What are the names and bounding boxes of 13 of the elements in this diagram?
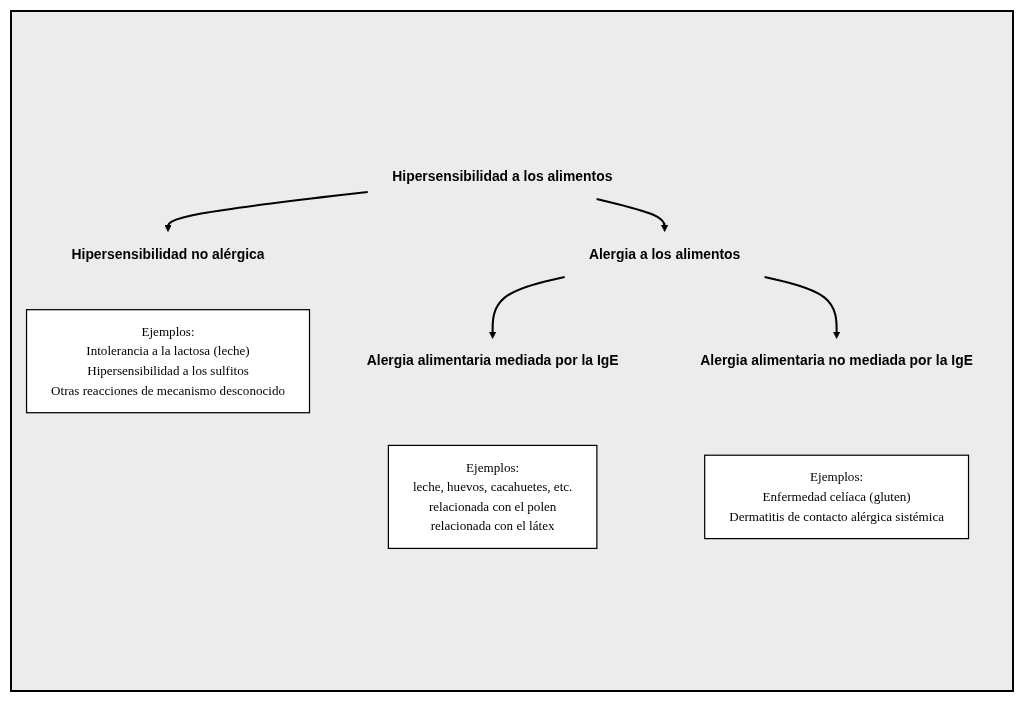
arrow <box>764 276 841 339</box>
node-box <box>25 309 311 414</box>
node-box <box>387 444 598 550</box>
node-text: Alergia alimentaria no mediada por la IgE <box>700 353 973 369</box>
node-box <box>704 454 970 540</box>
panel-background: Hipersensibilidad a los alimentos Hipersensibilidad no alérgica Ejemplos: Intolerancia a la lactosa (leche) Hipersensibilidad a los sulfitos Otras reacciones de mecanismo desconocido Alergia a los alimentos Alergia alimentaria mediada por la IgE Ejemplos: leche, huevos, cacahuetes, etc. relacionada con el polen relacionada con el látex Alergia alimentaria no mediada por la IgE Ejemplos: Enfermedad celíaca (gluten) Dermatitis de contacto alérgica sistémica <box>10 10 1014 692</box>
arrow <box>164 190 368 232</box>
arrow <box>489 276 565 339</box>
node-text: Hipersensibilidad a los alimentos <box>392 168 613 184</box>
node-text: Hipersensibilidad no alérgica <box>71 246 265 262</box>
node-text: Alergia a los alimentos <box>588 246 741 262</box>
arrow <box>596 197 669 232</box>
node-text: Alergia alimentaria mediada por la IgE <box>366 353 619 369</box>
